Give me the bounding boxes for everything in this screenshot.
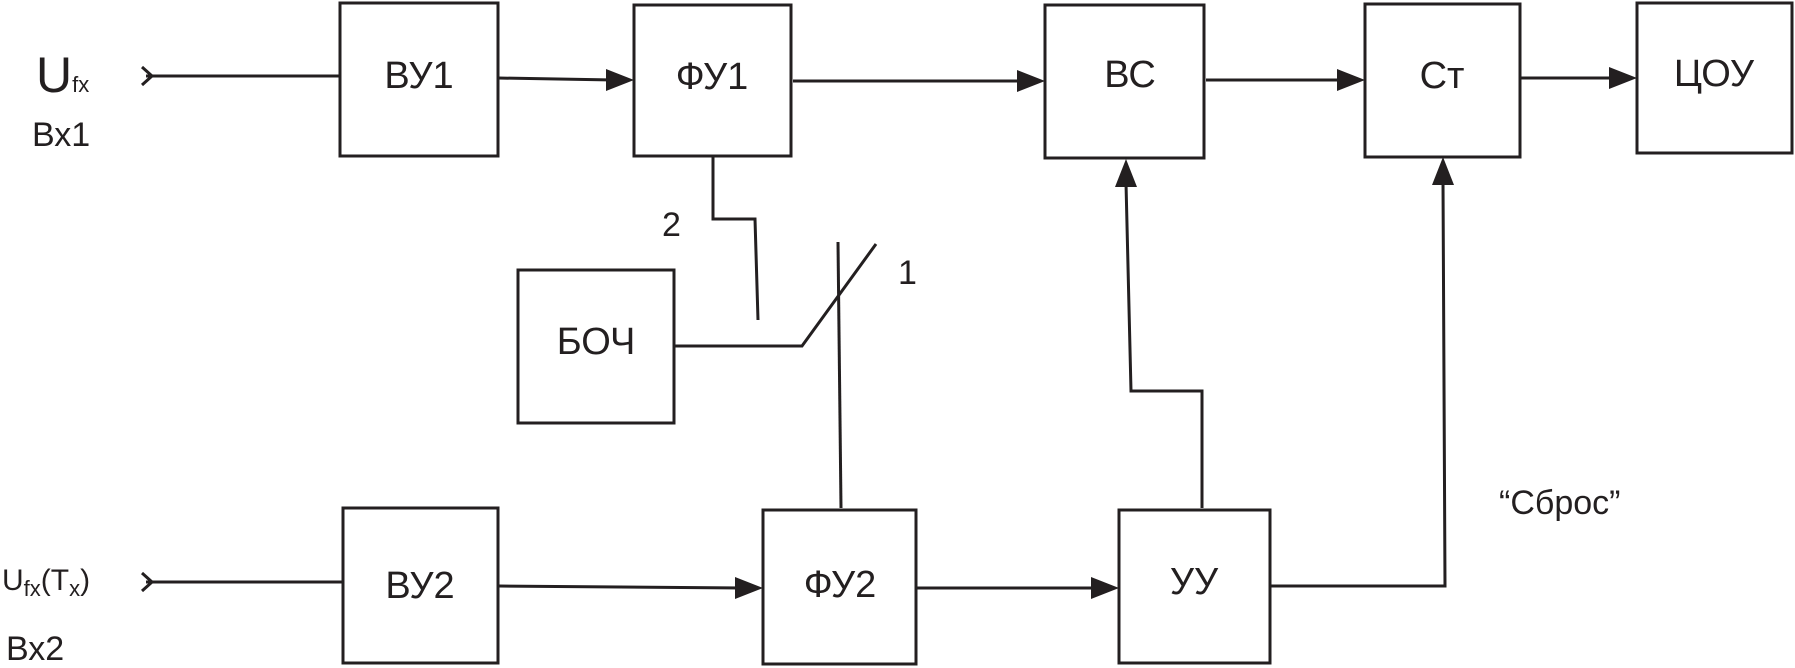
block-boch: БОЧ xyxy=(516,268,676,425)
wire-vu2-to-fu2 xyxy=(498,584,744,590)
block-st: Ст xyxy=(1363,2,1522,159)
block-vu2-label: ВУ2 xyxy=(385,565,454,607)
wire-uu-to-vs xyxy=(1124,182,1204,508)
wire-boch-to-switch xyxy=(675,243,878,348)
input1-signal: Ufx xyxy=(36,47,89,103)
input2-terminal-icon xyxy=(140,571,155,593)
input2-signal: Ufx(Tx) xyxy=(2,564,90,601)
block-fu2-label: ФУ2 xyxy=(804,564,876,606)
block-vu1-label: ВУ1 xyxy=(384,55,453,97)
block-st-label: Ст xyxy=(1420,55,1465,97)
wire-fu1-to-contact2 xyxy=(711,157,760,321)
arrow-into-fu2 xyxy=(735,577,763,599)
block-fu2: ФУ2 xyxy=(761,508,918,666)
input1-label: Ufx Вх1 xyxy=(32,47,90,154)
block-tsou: ЦОУ xyxy=(1635,1,1794,155)
arrowheads xyxy=(606,67,1637,599)
input-terminals xyxy=(140,65,155,593)
input2-t-subscript: x xyxy=(69,576,80,601)
input2-paren-close: ) xyxy=(80,564,90,597)
input2-t-symbol: T xyxy=(51,564,69,597)
block-uu: УУ xyxy=(1117,508,1272,665)
switch-contact-2-label: 2 xyxy=(662,206,681,244)
arrow-into-st xyxy=(1337,69,1365,91)
wire-vu1-to-fu1 xyxy=(497,76,615,82)
switch-contact-1-label: 1 xyxy=(898,254,917,292)
input2-symbol: U xyxy=(2,564,24,597)
input2-label: Ufx(Tx) Вх2 xyxy=(2,564,90,668)
input2-name: Вх2 xyxy=(6,630,64,668)
reset-annotation: “Сброс” xyxy=(1499,484,1621,522)
wire-switch-control xyxy=(836,241,843,509)
block-vu2: ВУ2 xyxy=(341,506,500,665)
wire-uu-to-st-reset xyxy=(1271,180,1447,588)
arrow-into-uu xyxy=(1091,577,1119,599)
block-uu-label: УУ xyxy=(1170,561,1219,603)
input2-subscript: fx xyxy=(24,576,41,601)
arrow-up-into-st xyxy=(1432,157,1454,185)
arrow-into-fu1 xyxy=(606,69,634,91)
arrow-into-tsou xyxy=(1609,67,1637,89)
input1-name: Вх1 xyxy=(32,116,90,154)
arrow-up-into-vs xyxy=(1115,159,1137,187)
block-tsou-label: ЦОУ xyxy=(1674,53,1755,95)
block-vs-label: ВС xyxy=(1104,54,1156,96)
arrow-into-vs xyxy=(1017,70,1045,92)
block-fu1: ФУ1 xyxy=(632,3,793,158)
block-fu1-label: ФУ1 xyxy=(676,56,748,98)
block-boch-label: БОЧ xyxy=(557,321,636,363)
input1-subscript: fx xyxy=(72,72,89,97)
input2-paren-open: ( xyxy=(41,564,51,597)
block-vs: ВС xyxy=(1043,3,1206,160)
wires xyxy=(146,74,1617,590)
block-vu1: ВУ1 xyxy=(338,1,500,158)
input1-symbol: U xyxy=(36,47,72,103)
input1-terminal-icon xyxy=(140,65,155,87)
